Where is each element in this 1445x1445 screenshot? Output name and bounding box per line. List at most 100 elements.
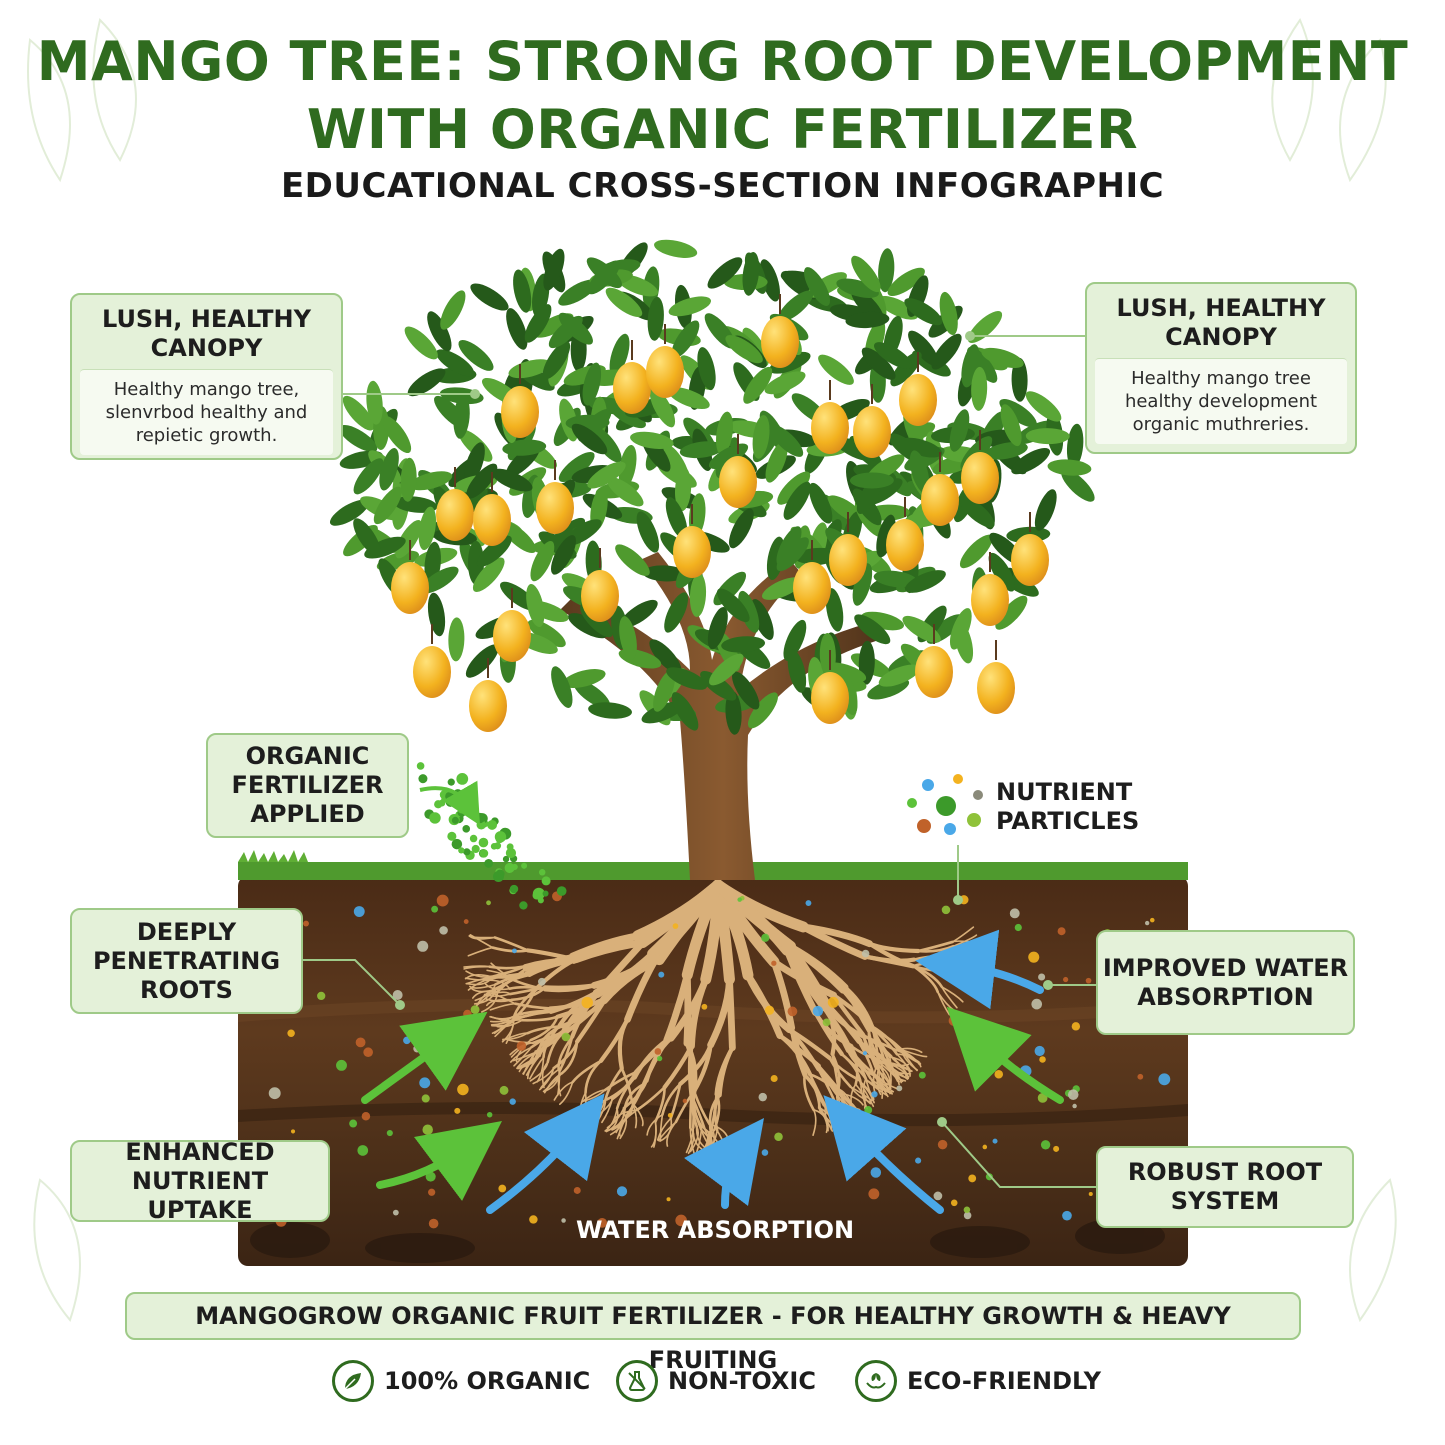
- canopy-leaf: [777, 471, 811, 505]
- root: [619, 1112, 628, 1140]
- fertilizer-granule: [429, 812, 441, 824]
- soil-particle: [1158, 1073, 1171, 1086]
- water-absorption-arrows: [486, 929, 1044, 1214]
- canopy-leaf: [878, 664, 920, 687]
- canopy-leaf: [470, 283, 509, 311]
- root: [493, 1018, 518, 1035]
- soil-particle: [994, 1069, 1004, 1079]
- canopy-leaf: [931, 333, 962, 370]
- soil-particle: [439, 926, 448, 935]
- fertilizer-granule: [474, 812, 486, 824]
- soil-particle: [303, 920, 309, 927]
- canopy-leaf: [738, 590, 760, 633]
- canopy-leaf: [526, 583, 545, 628]
- soil-particle: [656, 1055, 663, 1062]
- canopy-leaf: [762, 577, 803, 600]
- root: [535, 1030, 568, 1053]
- root: [540, 1068, 560, 1089]
- soil-particle: [287, 1029, 295, 1038]
- soil-particle: [666, 1197, 671, 1202]
- canopy-leaf: [984, 441, 1028, 460]
- fertilizer-granule: [451, 838, 463, 850]
- root: [862, 1035, 880, 1071]
- canopy-leaf: [393, 496, 438, 513]
- root: [611, 1071, 637, 1101]
- canopy-leaf: [861, 347, 896, 380]
- soil-particle: [761, 933, 770, 942]
- root: [744, 971, 793, 1034]
- root: [592, 950, 657, 996]
- canopy-leaf: [809, 482, 833, 524]
- background-leaf-decoration: [27, 17, 1397, 1323]
- badge-eco-friendly: ECO-FRIENDLY: [855, 1358, 1101, 1404]
- soil-particle: [1085, 977, 1092, 984]
- root: [647, 879, 724, 960]
- canopy-leaf: [818, 354, 854, 385]
- soil-particle: [870, 1167, 882, 1178]
- canopy-leaf: [418, 506, 437, 551]
- canopy-leaf: [649, 639, 682, 674]
- flask-icon: [616, 1360, 658, 1402]
- canopy-leaf: [716, 411, 733, 456]
- root: [656, 1117, 672, 1141]
- canopy-leaf: [707, 606, 728, 650]
- mango: [413, 646, 451, 698]
- root: [786, 943, 829, 1009]
- root: [831, 1052, 841, 1091]
- root: [469, 934, 494, 949]
- soil-particle: [421, 1094, 430, 1103]
- soil-particle: [861, 949, 870, 958]
- soil-particle: [561, 1218, 566, 1223]
- canopy-leaf: [464, 442, 485, 485]
- fertilizer-granule: [521, 862, 528, 869]
- canopy-leaf: [491, 468, 533, 492]
- canopy-leaf: [641, 701, 684, 724]
- nutrient-uptake-text: ENHANCED NUTRIENT UPTAKE: [125, 1137, 275, 1224]
- mango: [613, 362, 651, 414]
- fertilizer-applied-text: ORGANIC FERTILIZER APPLIED: [231, 742, 384, 828]
- canopy-leaf: [605, 287, 643, 317]
- root: [604, 1107, 618, 1132]
- soil-particle: [1088, 1191, 1093, 1197]
- canopy-leaf: [379, 447, 399, 491]
- fertilizer-granule: [463, 848, 471, 856]
- root: [663, 971, 691, 1044]
- root: [895, 1047, 923, 1054]
- deep-roots-text: DEEPLY PENETRATING ROOTS: [92, 917, 281, 1004]
- root: [530, 1024, 561, 1049]
- root: [491, 992, 517, 1005]
- callout-connectors: [302, 331, 1096, 1188]
- root: [620, 1067, 634, 1104]
- soil-particle: [363, 1047, 373, 1058]
- mango: [581, 570, 619, 622]
- soil-particle: [982, 1144, 988, 1150]
- mango: [1011, 534, 1049, 586]
- root: [871, 1026, 899, 1056]
- root: [840, 1052, 863, 1086]
- soil-particle: [1137, 1073, 1144, 1080]
- canopy-leaf: [1000, 404, 1022, 447]
- nutrient-particles-cluster: [907, 774, 983, 835]
- canopy-leaf: [543, 248, 565, 291]
- root: [857, 1040, 875, 1076]
- root: [606, 1107, 625, 1129]
- badge-organic-label: 100% ORGANIC: [384, 1367, 591, 1395]
- fertilizer-granule: [416, 762, 425, 770]
- canopy-leaf: [382, 415, 412, 454]
- page-subtitle: EDUCATIONAL CROSS-SECTION INFOGRAPHIC: [280, 166, 1165, 206]
- root: [571, 1059, 603, 1084]
- canopy-leaf: [506, 308, 528, 350]
- fertilizer-granule: [447, 831, 457, 841]
- root: [850, 1044, 868, 1080]
- canopy-leaf: [663, 444, 690, 485]
- canopy-leaf: [668, 296, 712, 317]
- fertilizer-granule: [456, 773, 469, 785]
- root: [876, 1067, 882, 1096]
- soil-particle: [963, 1206, 971, 1214]
- canopy-leaf: [778, 290, 814, 322]
- soil-particle: [941, 905, 951, 915]
- fertilizer-granule: [471, 844, 480, 854]
- canopy-leaf: [845, 311, 890, 329]
- soil-particle: [862, 1051, 868, 1056]
- fertilizer-granule: [479, 849, 489, 858]
